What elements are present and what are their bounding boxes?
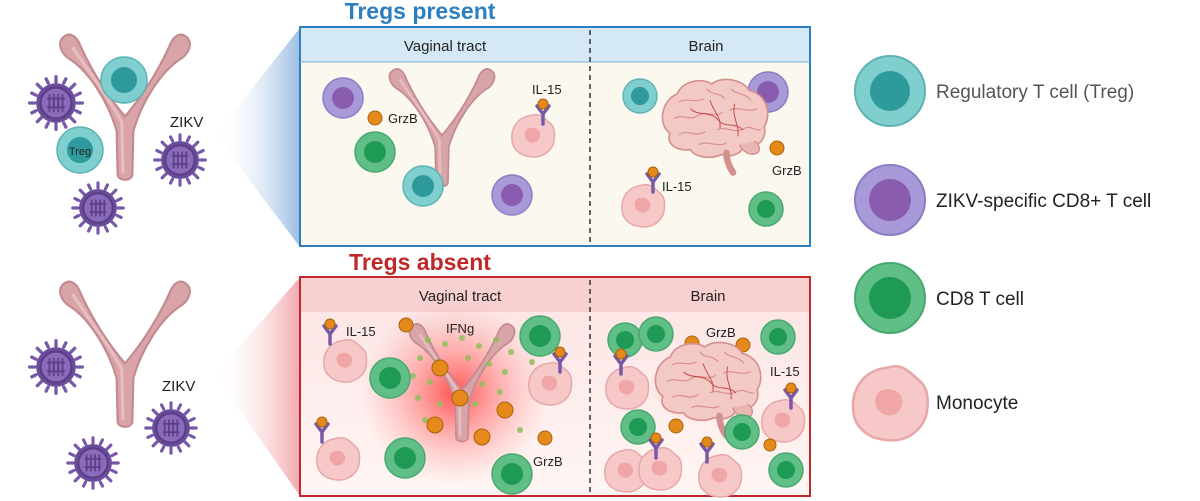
top-grzb-right: GrzB — [772, 163, 802, 178]
ifng-label: IFNg — [446, 321, 474, 336]
monocyte-legend-icon — [851, 364, 929, 442]
zika-virus-icon — [27, 338, 85, 396]
granzyme-b-icon — [735, 337, 751, 353]
top-section: Tregs present Treg ZIKV Vaginal tract Br… — [27, 0, 811, 247]
granzyme-b-icon — [426, 416, 444, 434]
bottom-overview: ZIKV — [27, 279, 198, 490]
monocyte-icon — [761, 398, 806, 443]
legend-item-monocyte: Monocyte — [851, 364, 1018, 442]
bottom-il15-right: IL-15 — [770, 364, 800, 379]
top-section-title: Tregs present — [345, 0, 496, 24]
monocyte-icon — [316, 436, 361, 481]
bottom-section: Tregs absent ZIKV Vaginal tract Brain — [10, 248, 811, 498]
granzyme-b-icon — [763, 438, 777, 452]
treg-label: Treg — [69, 146, 91, 158]
legend-label-cd8: CD8 T cell — [936, 289, 1024, 310]
granzyme-b-icon — [431, 359, 449, 377]
ifng-particles — [395, 335, 545, 433]
top-detail-panel: Vaginal tract Brain GrzB IL-15 Grz — [299, 26, 811, 247]
granzyme-b-icon — [451, 389, 469, 407]
bottom-detail-panel: Vaginal tract Brain IFNg IL-15 — [299, 276, 811, 498]
bottom-grzb-right: GrzB — [706, 325, 736, 340]
legend-label-treg: Regulatory T cell (Treg) — [936, 82, 1134, 103]
bottom-grzb-left: GrzB — [533, 454, 563, 469]
granzyme-b-icon — [398, 317, 414, 333]
legend-item-treg: Regulatory T cell (Treg) — [854, 55, 1134, 127]
bottom-zikv-label: ZIKV — [162, 378, 195, 395]
granzyme-b-icon — [473, 428, 491, 446]
zika-virus-icon — [66, 436, 120, 490]
legend-item-zikv-cd8: ZIKV-specific CD8+ T cell — [854, 164, 1151, 236]
top-il15-right: IL-15 — [662, 179, 692, 194]
bottom-section-title: Tregs absent — [349, 249, 491, 275]
granzyme-b-icon — [367, 110, 383, 126]
monocyte-icon — [621, 183, 666, 228]
granzyme-b-icon — [668, 418, 684, 434]
granzyme-b-icon — [769, 140, 785, 156]
monocyte-icon — [511, 113, 556, 158]
zika-virus-icon — [153, 133, 207, 187]
top-zikv-label: ZIKV — [170, 114, 203, 131]
bottom-col-vaginal-tract: Vaginal tract — [419, 288, 502, 305]
monocyte-icon — [323, 338, 368, 383]
zika-virus-icon — [71, 181, 125, 235]
legend-label-monocyte: Monocyte — [936, 393, 1018, 414]
legend: Regulatory T cell (Treg) ZIKV-specific C… — [851, 55, 1151, 442]
monocyte-icon — [638, 446, 683, 491]
granzyme-b-icon — [537, 430, 553, 446]
top-col-brain: Brain — [688, 38, 723, 55]
top-panel-header — [301, 28, 809, 62]
monocyte-icon — [528, 361, 573, 406]
top-col-vaginal-tract: Vaginal tract — [404, 38, 487, 55]
zika-virus-icon — [144, 401, 198, 455]
bottom-il15-left: IL-15 — [346, 324, 376, 339]
top-grzb-left: GrzB — [388, 111, 418, 126]
zika-virus-icon — [27, 74, 85, 132]
monocyte-icon — [698, 453, 743, 498]
bottom-panel-header — [301, 278, 809, 312]
monocyte-icon — [605, 365, 650, 410]
bottom-col-brain: Brain — [690, 288, 725, 305]
legend-item-cd8: CD8 T cell — [854, 262, 1024, 334]
top-zoom-fan — [215, 28, 300, 247]
top-il15-left: IL-15 — [532, 82, 562, 97]
granzyme-b-icon — [496, 401, 514, 419]
bottom-zoom-fan — [215, 277, 300, 496]
top-overview: Treg ZIKV — [27, 32, 207, 235]
legend-label-zikv-cd8: ZIKV-specific CD8+ T cell — [936, 191, 1151, 212]
